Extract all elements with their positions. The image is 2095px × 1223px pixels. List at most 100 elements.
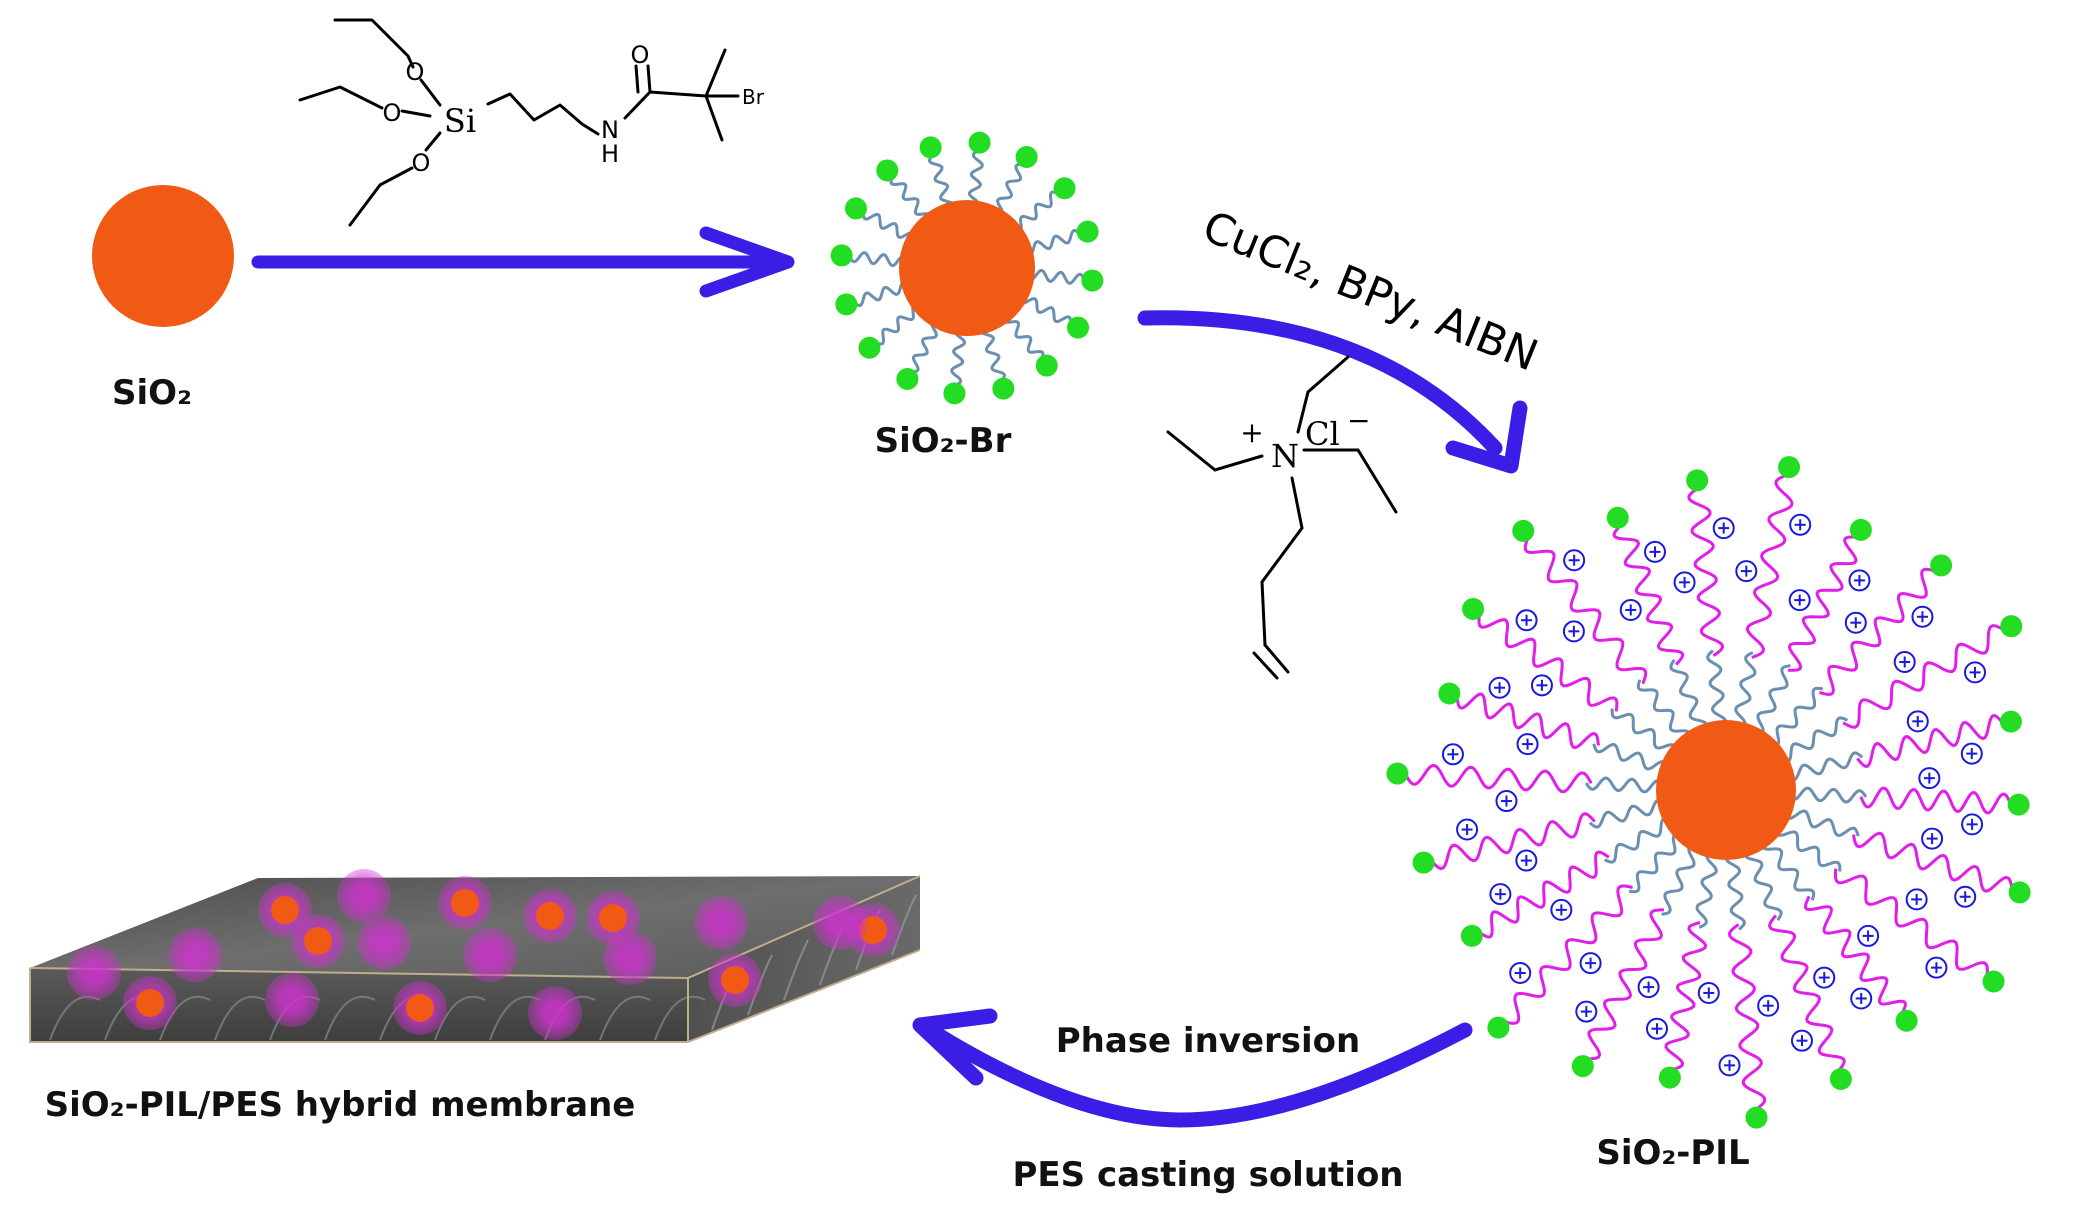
sio2-br-label: SiO₂-Br xyxy=(875,421,1012,461)
pil-chain xyxy=(1803,895,1907,1016)
end-group-dot xyxy=(896,368,919,391)
initiator-chain xyxy=(1018,296,1073,324)
end-group-dot xyxy=(1829,1067,1852,1090)
end-group-dot xyxy=(1067,316,1090,339)
sio2-pil-particle xyxy=(1386,456,2031,1129)
cation-charge xyxy=(1757,994,1780,1017)
pes-casting-label: PES casting solution xyxy=(1012,1155,1403,1195)
cation-charge xyxy=(1673,571,1696,594)
embedded-particle-core xyxy=(406,994,434,1022)
cation-charge xyxy=(1579,952,1602,975)
initiator-chain xyxy=(1785,751,1864,782)
end-group-dot xyxy=(1035,354,1058,377)
bromide-end-groups xyxy=(830,131,1104,405)
end-group-dot xyxy=(1462,597,1485,620)
initiator-atom-h: H xyxy=(601,140,619,168)
cation-charge xyxy=(1911,605,1934,628)
embedded-particle-core xyxy=(536,902,564,930)
initiator-chain xyxy=(1610,708,1678,754)
cation-charge xyxy=(1918,767,1941,790)
embedded-particle-halo xyxy=(813,896,867,950)
initiator-atom-o2: O xyxy=(383,99,402,127)
arrow-phase-inversion xyxy=(912,1008,1473,1128)
cation-charge xyxy=(1813,966,1836,989)
pore-streak xyxy=(599,995,651,1041)
initiator-atoms: O O O Si N H O Br xyxy=(383,41,765,177)
pil-chain xyxy=(1477,850,1610,939)
cation-charge xyxy=(1735,560,1758,583)
sio2-pil-core xyxy=(1656,720,1796,860)
end-group-dot xyxy=(1778,456,1801,479)
pil-chain xyxy=(1745,473,1794,659)
cation-charge xyxy=(1712,517,1735,540)
cation-charge xyxy=(1844,611,1867,634)
arrow-atrp xyxy=(1137,310,1528,474)
initiator-chain xyxy=(995,162,1023,217)
cation-charge xyxy=(1960,742,1983,765)
cation-charge xyxy=(1488,676,1511,699)
embedded-particle-core xyxy=(271,896,299,924)
end-group-dot xyxy=(943,382,966,405)
pore-streak xyxy=(324,995,376,1041)
cation-charge xyxy=(1789,513,1812,536)
embedded-particle-halo xyxy=(694,896,748,950)
initiator-chain xyxy=(950,326,966,387)
embedded-particle-core xyxy=(136,989,164,1017)
cation-charge xyxy=(1495,790,1518,813)
cation-charge xyxy=(1562,620,1585,643)
cation-charge xyxy=(1848,569,1871,592)
sio2-br-particle xyxy=(830,131,1104,405)
initiator-chain xyxy=(1754,664,1791,737)
end-group-dot xyxy=(876,159,899,182)
end-group-dot xyxy=(1053,177,1076,200)
pil-chain xyxy=(1664,921,1708,1072)
end-group-dot xyxy=(1930,554,1953,577)
end-group-dot xyxy=(2007,793,2030,816)
end-group-dot xyxy=(919,136,942,159)
embedded-particle-halo xyxy=(67,946,121,1000)
initiator-chain xyxy=(1002,313,1045,360)
initiator-chain xyxy=(1783,809,1860,838)
pil-chain xyxy=(1523,536,1648,685)
initiator-chain xyxy=(852,280,911,308)
sio2-label: SiO₂ xyxy=(112,373,192,413)
initiator-chain xyxy=(1584,776,1666,794)
sio2-br-core xyxy=(899,200,1035,336)
cation-charge xyxy=(1893,651,1916,674)
pil-chain xyxy=(1833,868,1989,977)
embedded-particle-halo xyxy=(357,916,411,970)
initiator-chain xyxy=(1761,838,1816,901)
initiator-chain xyxy=(1743,846,1783,921)
arrow-silanization xyxy=(251,226,795,298)
cation-charge xyxy=(1575,1000,1598,1023)
cation-charge xyxy=(1964,661,1987,684)
cation-charge xyxy=(1718,1054,1741,1077)
initiator-chain xyxy=(911,319,939,374)
initiator-chain xyxy=(1669,659,1709,734)
end-group-dot xyxy=(968,131,991,154)
pore-streak xyxy=(214,995,266,1041)
end-group-dot xyxy=(1081,269,1104,292)
cation-charge xyxy=(1644,540,1667,563)
embedded-particles xyxy=(67,869,900,1040)
sio2-particle xyxy=(92,185,234,327)
initiator-chain xyxy=(1774,826,1842,872)
sio2-core xyxy=(92,185,234,327)
end-group-dot xyxy=(1438,682,1461,705)
end-group-dot xyxy=(1460,924,1483,947)
poly-ionic-liquid-chains xyxy=(1404,473,2014,1111)
embedded-particle-halo xyxy=(528,986,582,1040)
end-group-dot xyxy=(1487,1016,1510,1039)
initiator-chains-inner xyxy=(1584,649,1868,931)
end-group-dot xyxy=(844,197,867,220)
initiator-chain xyxy=(1025,269,1086,285)
pil-chain xyxy=(1455,692,1600,750)
pil-chain xyxy=(1852,831,2014,893)
initiator-chain xyxy=(1592,742,1669,771)
cation-charge xyxy=(1905,888,1928,911)
end-group-dot xyxy=(835,293,858,316)
membrane-front-face xyxy=(30,968,688,1042)
cation-charge xyxy=(1921,827,1944,850)
pil-chain xyxy=(1787,535,1858,672)
